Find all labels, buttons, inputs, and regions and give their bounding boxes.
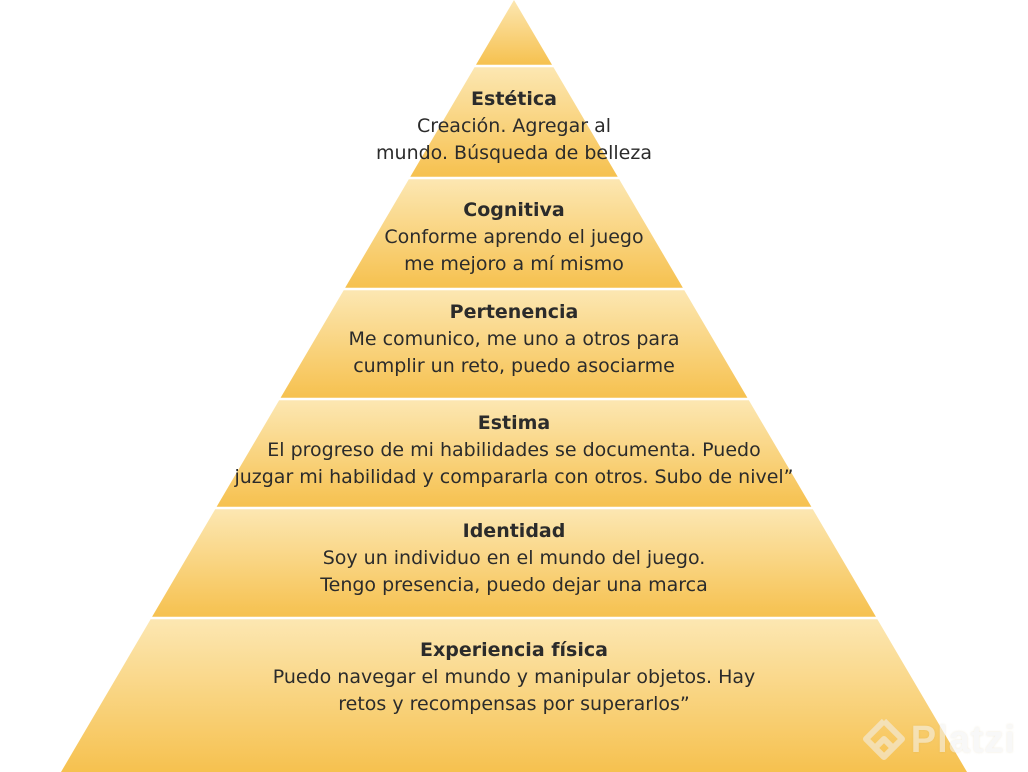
band-estima	[216, 400, 812, 507]
band-estetica	[410, 67, 618, 177]
band-cognitiva	[345, 179, 683, 288]
platzi-wordmark: Platzi	[910, 718, 1016, 761]
band-pertenencia	[280, 290, 748, 398]
pyramid-apex	[476, 0, 552, 65]
platzi-watermark: Platzi	[862, 718, 1016, 762]
platzi-logo-icon	[862, 718, 905, 760]
band-identidad	[152, 509, 876, 617]
band-experiencia-fisica	[61, 619, 967, 772]
